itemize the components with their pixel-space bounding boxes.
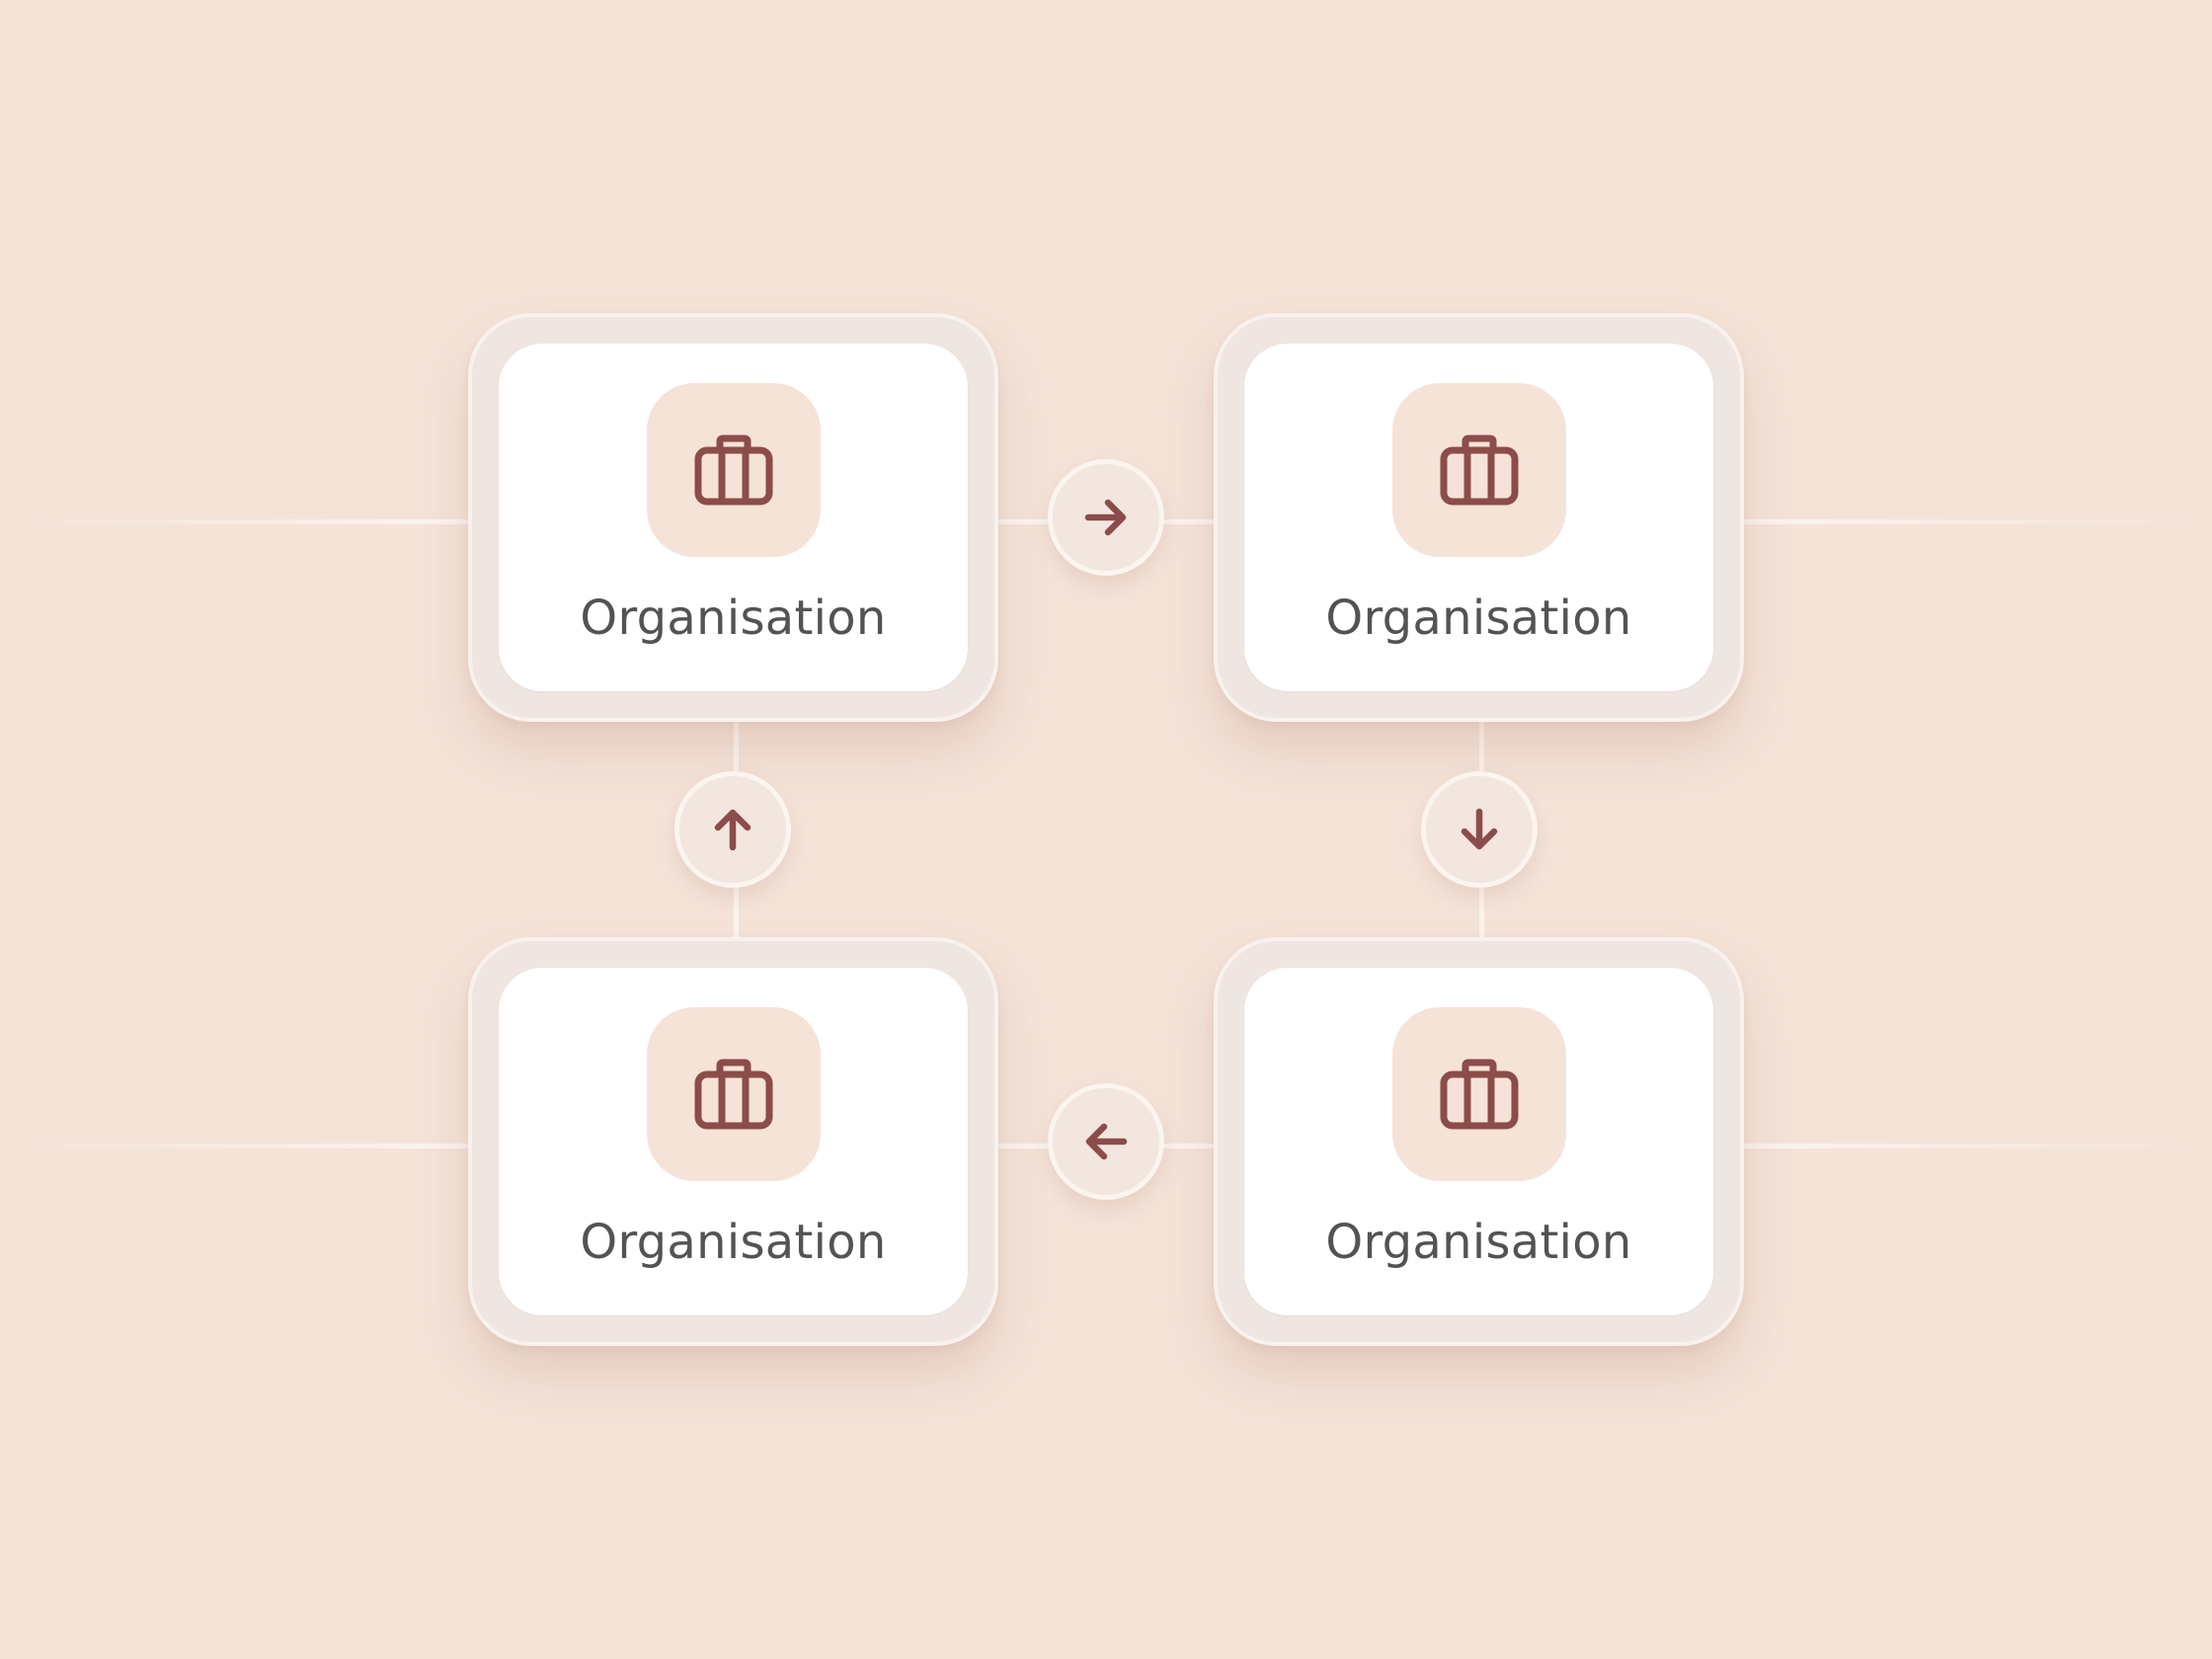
- arrow-right-icon: [1084, 499, 1127, 536]
- organisation-node-top-left[interactable]: Organisation: [468, 313, 998, 722]
- node-label: Organisation: [580, 591, 887, 646]
- briefcase-icon: [694, 434, 772, 506]
- arrow-down-button[interactable]: [1421, 771, 1538, 888]
- icon-tile: [646, 1007, 821, 1181]
- guide-line-bottom-left: [20, 1144, 469, 1148]
- icon-tile: [646, 383, 821, 557]
- node-label: Organisation: [580, 1215, 887, 1270]
- node-label: Organisation: [1325, 1215, 1632, 1270]
- arrow-up-icon: [714, 809, 751, 851]
- node-label: Organisation: [1325, 591, 1632, 646]
- arrow-up-button[interactable]: [674, 771, 791, 888]
- organisation-node-top-right[interactable]: Organisation: [1214, 313, 1744, 722]
- guide-line-bottom-right: [1743, 1144, 2192, 1148]
- briefcase-icon: [694, 1059, 772, 1130]
- briefcase-icon: [1440, 434, 1518, 506]
- icon-tile: [1391, 383, 1566, 557]
- guide-line-top-right: [1743, 519, 2192, 524]
- node-card-surface: Organisation: [499, 968, 968, 1315]
- node-card-surface: Organisation: [1244, 968, 1713, 1315]
- arrow-left-button[interactable]: [1048, 1083, 1164, 1200]
- node-card-surface: Organisation: [499, 344, 968, 691]
- organisation-node-bottom-left[interactable]: Organisation: [468, 937, 998, 1346]
- node-card-surface: Organisation: [1244, 344, 1713, 691]
- guide-line-top-left: [20, 519, 469, 524]
- icon-tile: [1391, 1007, 1566, 1181]
- organisation-node-bottom-right[interactable]: Organisation: [1214, 937, 1744, 1346]
- arrow-right-button[interactable]: [1048, 459, 1164, 576]
- arrow-down-icon: [1461, 808, 1498, 850]
- arrow-left-icon: [1085, 1123, 1128, 1160]
- briefcase-icon: [1440, 1059, 1518, 1130]
